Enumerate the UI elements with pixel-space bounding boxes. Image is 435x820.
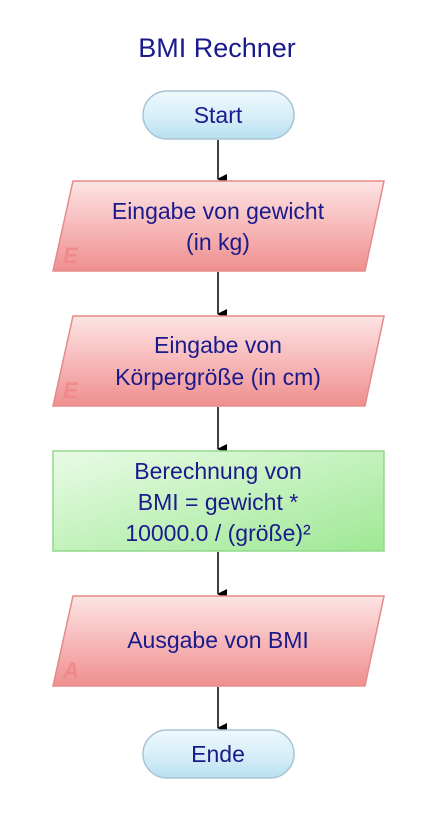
compute-line2: BMI = gewicht * xyxy=(138,489,298,515)
compute-node: Berechnung von BMI = gewicht * 10000.0 /… xyxy=(52,450,385,552)
input-weight-line1: Eingabe von gewicht xyxy=(112,198,325,224)
compute-line3: 10000.0 / (größe)² xyxy=(125,520,311,546)
compute-line1: Berechnung von xyxy=(134,458,302,484)
input-weight-node: Eingabe von gewicht (in kg) E xyxy=(52,180,385,272)
end-label: Ende xyxy=(191,741,245,767)
input-weight-marker: E xyxy=(63,243,79,268)
diagram-title: BMI Rechner xyxy=(138,33,296,63)
output-node: Ausgabe von BMI A xyxy=(52,595,385,687)
input-height-line2: Körpergröße (in cm) xyxy=(115,364,321,390)
end-node: Ende xyxy=(142,729,295,779)
input-height-marker: E xyxy=(63,378,79,403)
output-marker: A xyxy=(62,658,79,683)
start-node: Start xyxy=(142,90,295,140)
start-label: Start xyxy=(194,102,243,128)
input-weight-line2: (in kg) xyxy=(186,229,250,255)
output-line1: Ausgabe von BMI xyxy=(127,627,309,653)
input-height-line1: Eingabe von xyxy=(154,332,282,358)
input-height-node: Eingabe von Körpergröße (in cm) E xyxy=(52,315,385,407)
